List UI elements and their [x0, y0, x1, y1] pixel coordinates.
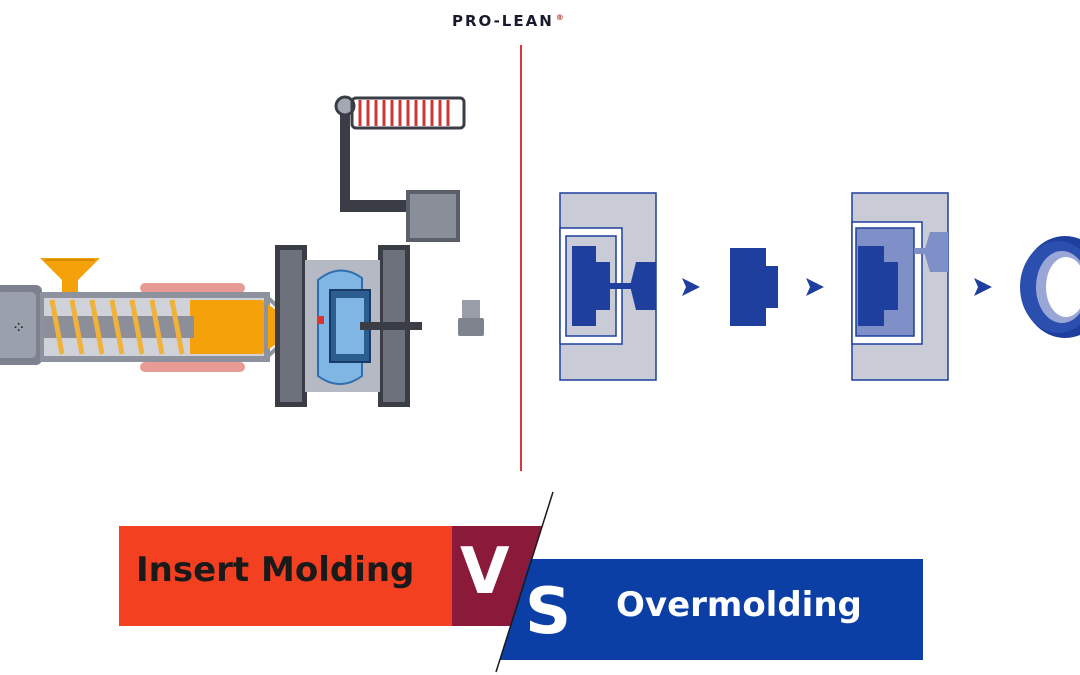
insert-part-icon [458, 300, 484, 336]
arrow-right-icon [682, 278, 700, 296]
spring-icon [334, 95, 466, 242]
vs-letter-v: V [460, 535, 510, 609]
finished-ring-icon [1020, 236, 1080, 338]
insert-molding-label: Insert Molding [136, 550, 415, 590]
mold-step-1 [559, 192, 657, 381]
vs-letter-s: S [525, 575, 572, 649]
mold-step-2 [851, 192, 949, 381]
arrow-right-icon [974, 278, 992, 296]
arrow-right-icon [806, 278, 824, 296]
svg-text:⁘: ⁘ [12, 318, 25, 337]
insert-molding-illustration: ⁘ [0, 95, 484, 407]
brand-logo: PRO-LEAN® [452, 12, 564, 30]
overmolding-illustration [559, 192, 1080, 381]
substrate-part-icon [730, 248, 778, 326]
heater-band-icon [140, 283, 245, 372]
mold-clamp-icon [275, 245, 422, 407]
center-divider [520, 45, 522, 471]
insert-molding-banner [119, 526, 452, 626]
registered-mark: ® [555, 13, 564, 22]
drive-motor-icon: ⁘ [0, 285, 42, 365]
screw-barrel-icon [40, 291, 318, 363]
overmolding-banner [590, 559, 923, 660]
overmolding-label: Overmolding [616, 585, 862, 625]
logo-text: PRO-LEAN [452, 12, 554, 30]
